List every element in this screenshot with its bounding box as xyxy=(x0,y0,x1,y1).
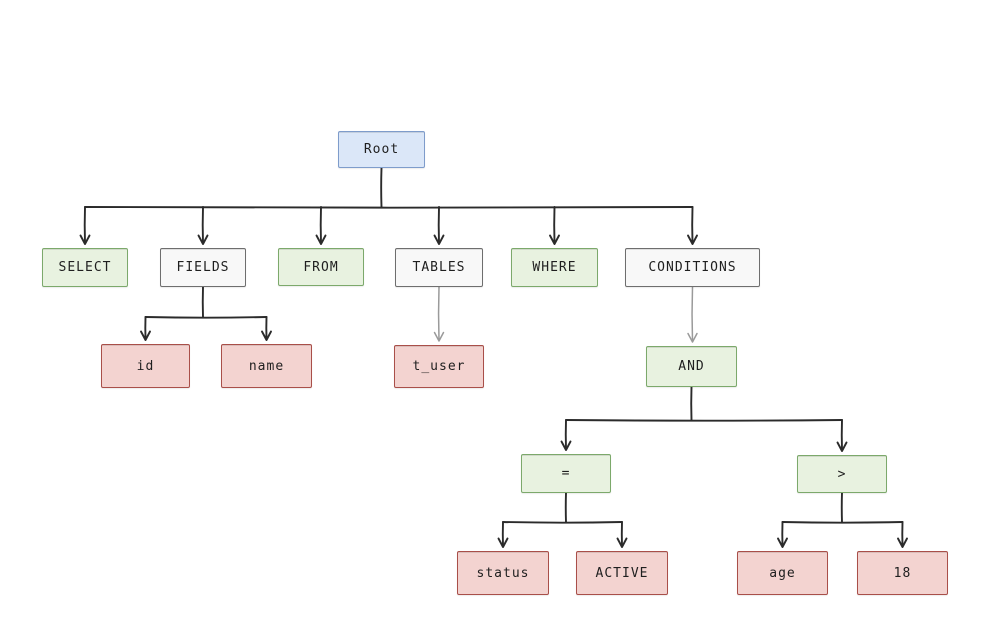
node-label: FIELDS xyxy=(176,260,230,275)
edge xyxy=(777,537,788,548)
node-tables[interactable]: TABLES xyxy=(395,248,483,287)
node-age[interactable]: age xyxy=(737,551,828,595)
edge xyxy=(687,234,698,245)
node-status[interactable]: status xyxy=(457,551,549,595)
edge xyxy=(433,234,445,245)
node-label: = xyxy=(561,466,571,481)
node-gt[interactable]: > xyxy=(797,455,887,493)
node-select[interactable]: SELECT xyxy=(42,248,128,287)
node-n18[interactable]: 18 xyxy=(857,551,948,595)
edge xyxy=(315,234,327,245)
node-conditions[interactable]: CONDITIONS xyxy=(625,248,760,287)
edge xyxy=(565,419,843,422)
edge xyxy=(84,206,694,209)
node-label: SELECT xyxy=(58,260,112,275)
node-label: name xyxy=(248,358,285,374)
edge xyxy=(261,330,272,341)
edge xyxy=(687,332,698,343)
edge xyxy=(616,537,628,548)
edge xyxy=(197,234,209,245)
node-fields[interactable]: FIELDS xyxy=(160,248,246,287)
node-label: CONDITIONS xyxy=(648,260,737,275)
node-label: 18 xyxy=(893,565,912,581)
node-label: ACTIVE xyxy=(595,565,649,581)
node-and[interactable]: AND xyxy=(646,346,737,387)
edge xyxy=(549,234,560,245)
node-name[interactable]: name xyxy=(221,344,312,388)
node-label: Root xyxy=(363,142,400,157)
node-label: id xyxy=(136,358,155,374)
edge xyxy=(433,331,445,342)
node-label: WHERE xyxy=(532,260,577,275)
edge xyxy=(497,537,509,548)
node-id[interactable]: id xyxy=(101,344,190,388)
node-label: t_user xyxy=(412,359,466,374)
node-label: status xyxy=(476,565,530,581)
edge xyxy=(144,316,268,319)
node-t_user[interactable]: t_user xyxy=(394,345,484,388)
edge xyxy=(140,330,151,341)
node-label: TABLES xyxy=(412,260,466,275)
node-where[interactable]: WHERE xyxy=(511,248,598,287)
node-label: FROM xyxy=(303,259,339,275)
node-active[interactable]: ACTIVE xyxy=(576,551,668,595)
edge xyxy=(897,537,908,548)
node-root[interactable]: Root xyxy=(338,131,425,168)
edge xyxy=(79,234,91,245)
node-label: AND xyxy=(678,359,705,374)
node-label: > xyxy=(837,466,847,482)
edge xyxy=(781,521,904,524)
edge xyxy=(836,441,848,452)
node-label: age xyxy=(769,565,796,581)
edge xyxy=(502,521,623,524)
edge xyxy=(560,440,572,451)
node-eq[interactable]: = xyxy=(521,454,611,493)
node-from[interactable]: FROM xyxy=(278,248,364,286)
